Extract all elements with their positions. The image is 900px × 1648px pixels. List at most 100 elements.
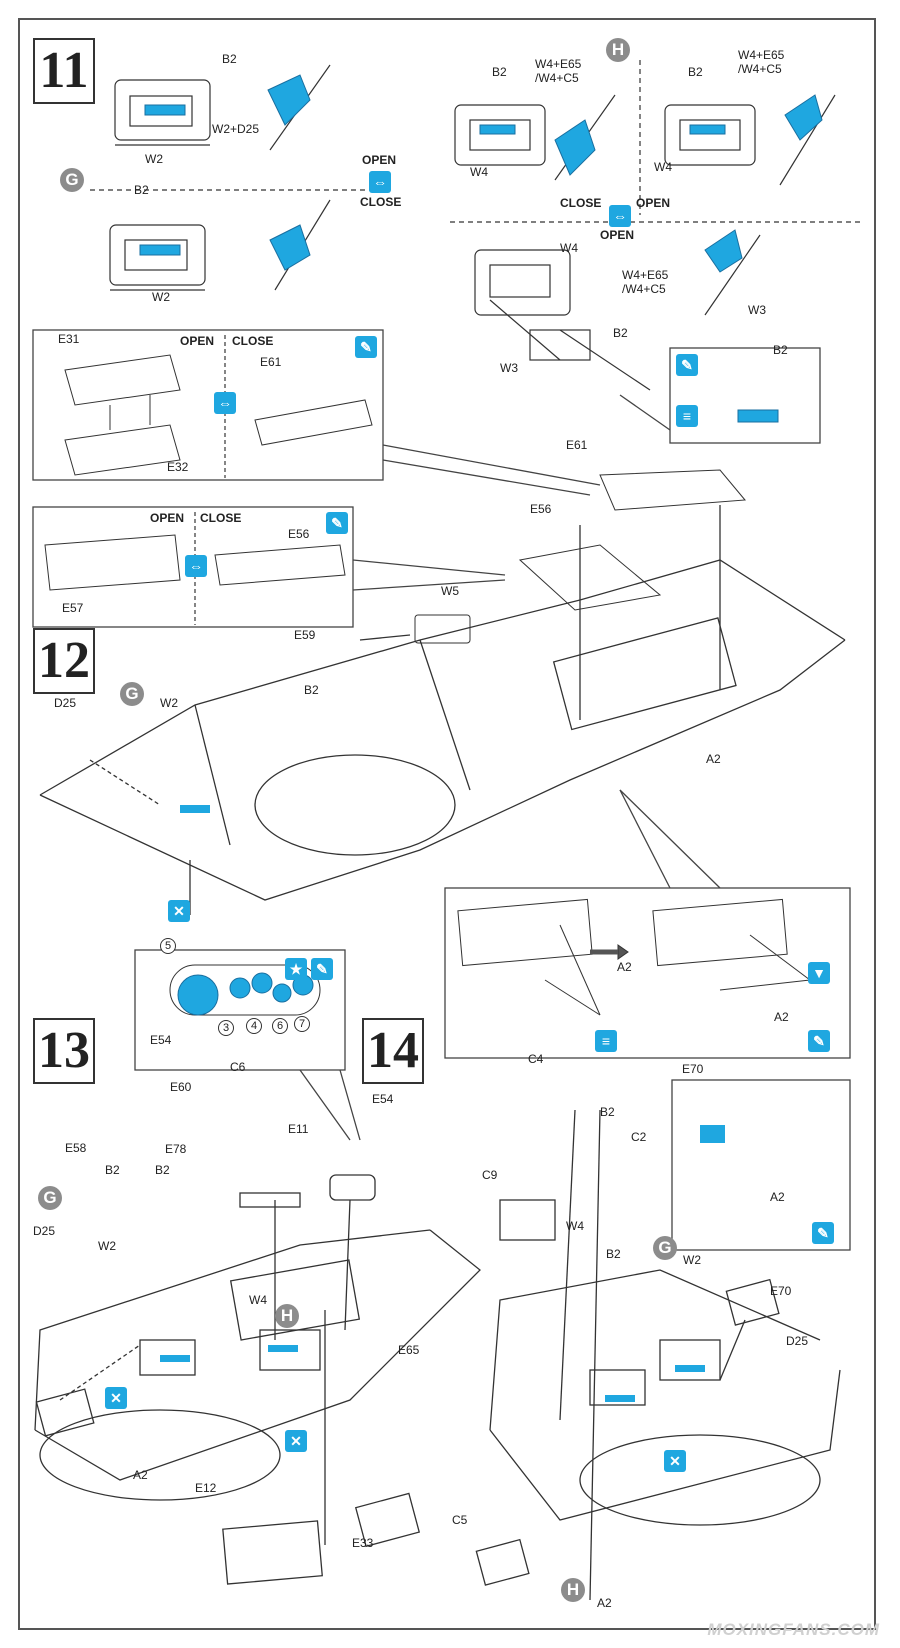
glue-icon: ✕ (285, 1430, 307, 1452)
label-e61: E61 (260, 355, 282, 369)
open-label: OPEN (362, 153, 397, 167)
part-d25-14 (725, 1278, 780, 1326)
label-w4-e65-c5: W4+E65/W4+C5 (535, 57, 582, 85)
part-e33 (222, 1520, 323, 1585)
part-e56-inset (214, 544, 346, 586)
decal-icon: ≡ (595, 1030, 617, 1052)
marker-g: G (38, 1186, 62, 1210)
label-b2: B2 (134, 183, 149, 197)
label-e54: E54 (150, 1033, 172, 1047)
label-d25: D25 (786, 1334, 809, 1348)
part-e54-3d (329, 1174, 376, 1201)
open-label: OPEN (600, 228, 635, 242)
paint-icon: ✎ (812, 1222, 834, 1244)
label-a2: A2 (770, 1190, 785, 1204)
step-number-11: 11 (33, 38, 95, 104)
label-w2: W2 (160, 696, 178, 710)
label-c6: C6 (230, 1060, 246, 1074)
label-b2: B2 (304, 683, 319, 697)
hatch-assembly-3 (454, 104, 546, 166)
glue-icon: ✕ (105, 1387, 127, 1409)
label-w2-d25: W2+D25 (212, 122, 260, 136)
label-c5: C5 (452, 1513, 468, 1527)
hull-step-12 (39, 505, 846, 915)
hull-step-14 (475, 1109, 841, 1601)
label-a2: A2 (617, 960, 632, 974)
inset-b2 (669, 347, 821, 444)
paint-icon: ✎ (326, 512, 348, 534)
label-a2: A2 (133, 1468, 148, 1482)
glue-icon: ✕ (664, 1450, 686, 1472)
dial-number: 4 (246, 1018, 262, 1034)
label-w4: W4 (560, 241, 578, 255)
marker-h: H (606, 38, 630, 62)
hatch-assembly-5 (474, 249, 591, 361)
label-w4: W4 (249, 1293, 267, 1307)
label-e59: E59 (294, 628, 316, 642)
hull-step-13 (34, 1174, 481, 1585)
label-e65: E65 (398, 1343, 420, 1357)
label-e70: E70 (682, 1062, 704, 1076)
label-e57: E57 (62, 601, 84, 615)
paint-icon: ✎ (311, 958, 333, 980)
inset-e57-e56 (32, 506, 354, 628)
label-b2: B2 (222, 52, 237, 66)
inset-e31-e61 (32, 329, 384, 481)
label-b2: B2 (492, 65, 507, 79)
marker-g: G (653, 1236, 677, 1260)
label-e70: E70 (770, 1284, 792, 1298)
label-a2: A2 (774, 1010, 789, 1024)
label-e60: E60 (170, 1080, 192, 1094)
label-w4: W4 (566, 1219, 584, 1233)
label-b2: B2 (688, 65, 703, 79)
blue-periscope-4 (784, 94, 823, 141)
label-e56: E56 (288, 527, 310, 541)
part-e61 (599, 469, 747, 511)
hatch-assembly-1 (114, 79, 211, 146)
blue-periscope-3 (554, 119, 596, 176)
part-c9 (499, 1199, 556, 1241)
blue-glass-4 (689, 124, 726, 135)
close-label: CLOSE (200, 511, 242, 525)
label-b2: B2 (155, 1163, 170, 1177)
part-c5 (475, 1538, 530, 1586)
open-close-icon: ⇔ (185, 555, 207, 577)
page-frame (18, 18, 876, 1630)
inset-dashboard (134, 949, 346, 1071)
blue-periscope-5 (704, 229, 743, 273)
label-e61: E61 (566, 438, 588, 452)
label-e78: E78 (165, 1142, 187, 1156)
open-label: OPEN (150, 511, 185, 525)
label-c4: C4 (528, 1052, 544, 1066)
label-b2: B2 (613, 326, 628, 340)
label-b2: B2 (773, 343, 788, 357)
label-e58: E58 (65, 1141, 87, 1155)
blue-glass-2 (139, 244, 181, 256)
label-d25: D25 (54, 696, 77, 710)
label-e31: E31 (58, 332, 80, 346)
close-label: CLOSE (360, 195, 402, 209)
part-e57 (44, 534, 181, 591)
label-w4-e65-c5: W4+E65/W4+C5 (738, 48, 785, 76)
label-w2: W2 (683, 1253, 701, 1267)
paint-icon: ✎ (355, 336, 377, 358)
label-w4-e65-c5: W4+E65/W4+C5 (622, 268, 669, 296)
label-w2: W2 (152, 290, 170, 304)
open-close-icon: ⇔ (369, 171, 391, 193)
step-number-12: 12 (33, 628, 95, 694)
label-e54: E54 (372, 1092, 394, 1106)
close-label: CLOSE (560, 196, 602, 210)
close-label: CLOSE (232, 334, 274, 348)
label-b2: B2 (105, 1163, 120, 1177)
decal-icon: ≡ (676, 405, 698, 427)
open-label: OPEN (636, 196, 671, 210)
paint-icon: ✎ (808, 1030, 830, 1052)
label-e11: E11 (288, 1122, 309, 1136)
blue-part-step12 (180, 805, 210, 813)
dial-number: 5 (160, 938, 176, 954)
label-w4: W4 (470, 165, 488, 179)
marker-h: H (275, 1304, 299, 1328)
label-w2: W2 (98, 1239, 116, 1253)
label-w3: W3 (500, 361, 518, 375)
